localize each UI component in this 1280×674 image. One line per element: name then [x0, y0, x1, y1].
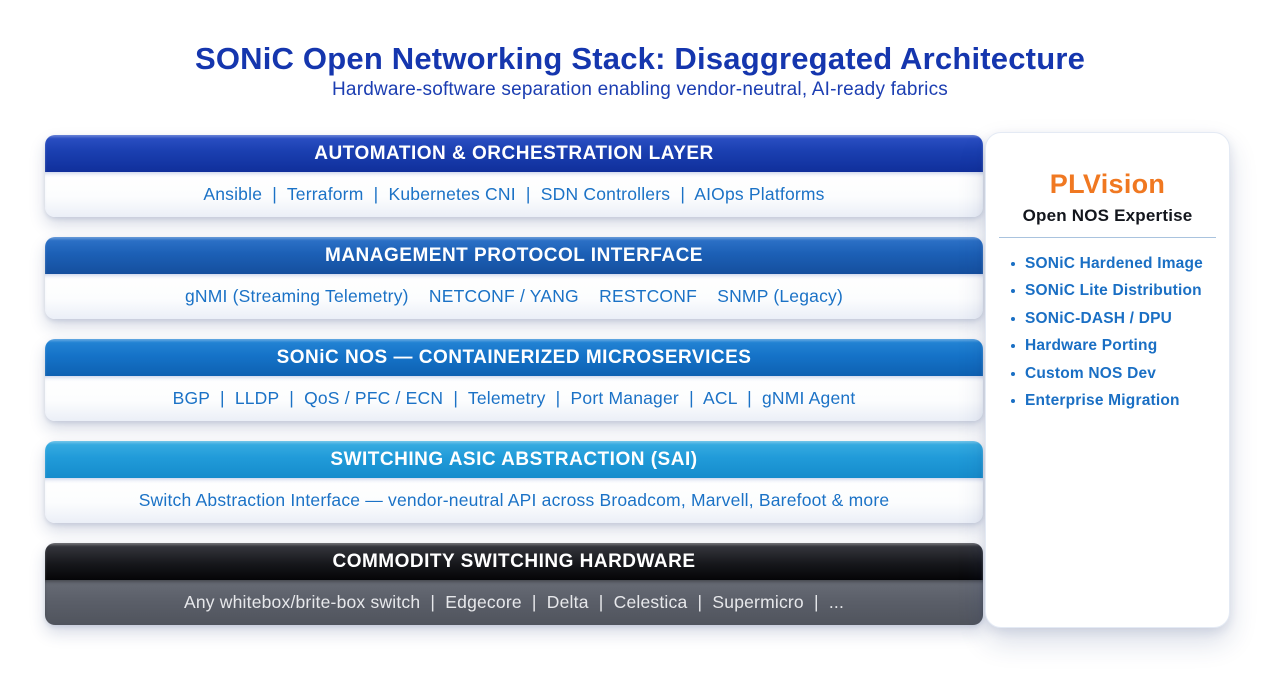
- list-item-label: SONiC Lite Distribution: [1025, 282, 1202, 300]
- list-item: Enterprise Migration: [1011, 388, 1229, 416]
- page-title: SONiC Open Networking Stack: Disaggregat…: [194, 41, 1086, 76]
- list-item-label: Custom NOS Dev: [1025, 364, 1157, 382]
- list-item: Hardware Porting: [1011, 333, 1229, 361]
- layer-automation-header: AUTOMATION & ORCHESTRATION LAYER: [45, 135, 983, 172]
- layer-hardware-items: Any whitebox/brite-box switch | Edgecore…: [45, 580, 983, 625]
- plvision-expertise-card: PLVision Open NOS Expertise SONiC Harden…: [985, 132, 1230, 628]
- expertise-list: SONiC Hardened Image SONiC Lite Distribu…: [986, 250, 1229, 415]
- bullet-dot: [1011, 261, 1015, 266]
- layer-hardware-header: COMMODITY SWITCHING HARDWARE: [45, 543, 983, 580]
- bullet-dot: [1011, 371, 1015, 376]
- card-divider: [999, 237, 1216, 238]
- list-item-label: Enterprise Migration: [1025, 392, 1180, 410]
- layer-management-protocol: MANAGEMENT PROTOCOL INTERFACE gNMI (Stre…: [45, 237, 983, 319]
- layer-automation-orchestration: AUTOMATION & ORCHESTRATION LAYER Ansible…: [45, 135, 983, 217]
- layer-management-header: MANAGEMENT PROTOCOL INTERFACE: [45, 237, 983, 274]
- layer-sai-items: Switch Abstraction Interface — vendor-ne…: [45, 478, 983, 523]
- layer-sai-abstraction: SWITCHING ASIC ABSTRACTION (SAI) Switch …: [45, 441, 983, 523]
- layer-sonic-nos-header: SONiC NOS — CONTAINERIZED MICROSERVICES: [45, 339, 983, 376]
- bullet-dot: [1011, 316, 1015, 321]
- layer-sai-header: SWITCHING ASIC ABSTRACTION (SAI): [45, 441, 983, 478]
- bullet-dot: [1011, 344, 1015, 349]
- list-item: SONiC-DASH / DPU: [1011, 305, 1229, 333]
- list-item: SONiC Lite Distribution: [1011, 278, 1229, 306]
- list-item-label: SONiC Hardened Image: [1025, 254, 1203, 272]
- layer-sonic-nos-items: BGP | LLDP | QoS / PFC / ECN | Telemetry…: [45, 376, 983, 421]
- page-subtitle: Hardware-software separation enabling ve…: [332, 79, 948, 100]
- layer-sonic-nos: SONiC NOS — CONTAINERIZED MICROSERVICES …: [45, 339, 983, 421]
- card-subtitle: Open NOS Expertise: [1022, 206, 1193, 225]
- layer-management-items: gNMI (Streaming Telemetry) NETCONF / YAN…: [45, 274, 983, 319]
- list-item-label: Hardware Porting: [1025, 337, 1158, 355]
- bullet-dot: [1011, 399, 1015, 404]
- list-item: SONiC Hardened Image: [1011, 250, 1229, 278]
- layer-commodity-hardware: COMMODITY SWITCHING HARDWARE Any whitebo…: [45, 543, 983, 625]
- list-item-label: SONiC-DASH / DPU: [1025, 309, 1173, 327]
- layer-automation-items: Ansible | Terraform | Kubernetes CNI | S…: [45, 172, 983, 217]
- plvision-brand: PLVision: [1049, 169, 1166, 199]
- list-item: Custom NOS Dev: [1011, 360, 1229, 388]
- bullet-dot: [1011, 289, 1015, 294]
- layer-stack: AUTOMATION & ORCHESTRATION LAYER Ansible…: [45, 135, 983, 645]
